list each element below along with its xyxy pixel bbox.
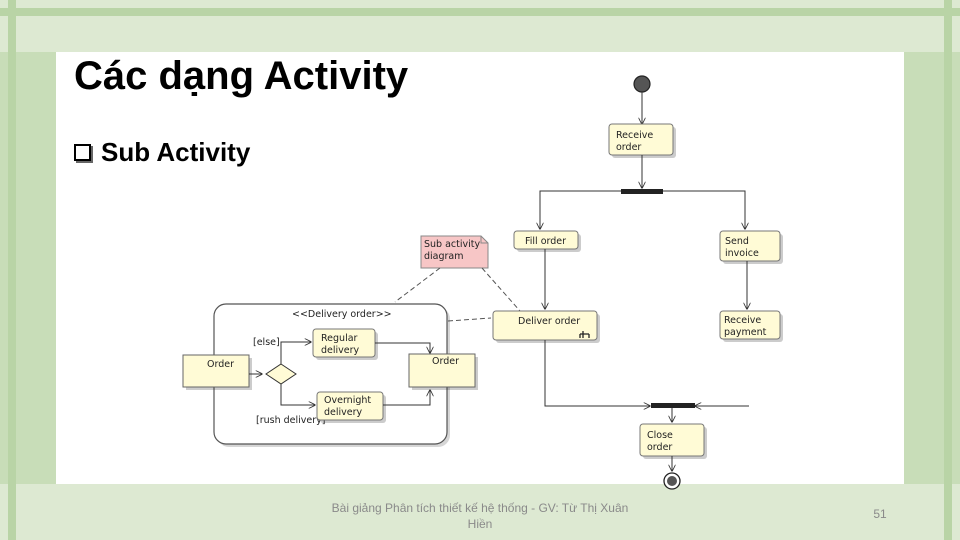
overnight-delivery-line2: delivery [324, 407, 363, 418]
object-order-left: Order [182, 354, 252, 390]
note-line2: diagram [424, 251, 464, 262]
send-invoice-line2: invoice [725, 248, 759, 259]
action-send-invoice: Send invoice [719, 230, 783, 264]
fill-order-label: Fill order [525, 236, 566, 247]
action-deliver-order: Deliver order [492, 310, 600, 343]
flow-overnight-order [383, 390, 430, 406]
refine-link [447, 317, 492, 322]
receive-payment-line2: payment [724, 327, 767, 338]
checkbox-bullet-icon [74, 144, 91, 161]
action-close-order: Close order [639, 423, 707, 459]
slide-footer: Bài giảng Phân tích thiết kế hệ thống - … [331, 501, 629, 531]
close-order-line1: Close [647, 430, 673, 441]
bullet-text: Sub Activity [101, 137, 251, 167]
bullet-item: Sub Activity [74, 137, 250, 168]
receive-order-line1: Receive [616, 130, 653, 141]
flow-decision-overnight [280, 384, 315, 405]
flow-fork-fill [540, 190, 621, 229]
action-fill-order: Fill order [513, 230, 581, 252]
receive-order-line2: order [616, 142, 641, 153]
action-receive-order: Receive order [608, 123, 676, 158]
note-link-sub [394, 267, 441, 303]
action-overnight-delivery: Overnight delivery [316, 391, 386, 423]
order-left-label: Order [207, 359, 234, 370]
note-link-deliver [481, 267, 521, 312]
action-receive-payment: Receive payment [719, 310, 783, 342]
flow-fork-invoice [663, 190, 745, 229]
receive-payment-line1: Receive [724, 315, 761, 326]
bottom-band [0, 484, 960, 540]
flow-deliver-join [544, 340, 650, 406]
close-order-line2: order [647, 442, 672, 453]
object-order-right: Order [408, 353, 478, 390]
regular-delivery-line2: delivery [321, 345, 360, 356]
send-invoice-line1: Send [725, 236, 749, 247]
order-right-label: Order [432, 356, 459, 367]
join-bar [651, 403, 695, 408]
right-stripe [944, 0, 952, 540]
initial-node [633, 75, 651, 93]
rake-icon [579, 331, 590, 338]
flow-decision-regular [280, 342, 311, 364]
regular-delivery-line1: Regular [321, 333, 358, 344]
overnight-delivery-line1: Overnight [324, 395, 371, 406]
page-number: 51 [873, 507, 887, 521]
fork-bar [621, 189, 663, 194]
final-node [663, 472, 681, 490]
action-regular-delivery: Regular delivery [312, 328, 378, 360]
top-stripe [0, 8, 960, 16]
guard-rush-delivery: [rush delivery] [256, 415, 325, 426]
guard-else: [else] [253, 337, 280, 348]
flow-regular-order [375, 342, 430, 353]
deliver-order-label: Deliver order [518, 316, 580, 327]
left-stripe [8, 0, 16, 540]
note-sub-activity: Sub activity diagram [420, 235, 489, 269]
slide-title: Các dạng Activity [74, 54, 409, 98]
note-line1: Sub activity [424, 239, 480, 250]
sub-activity-stereotype: <<Delivery order>> [292, 309, 392, 320]
